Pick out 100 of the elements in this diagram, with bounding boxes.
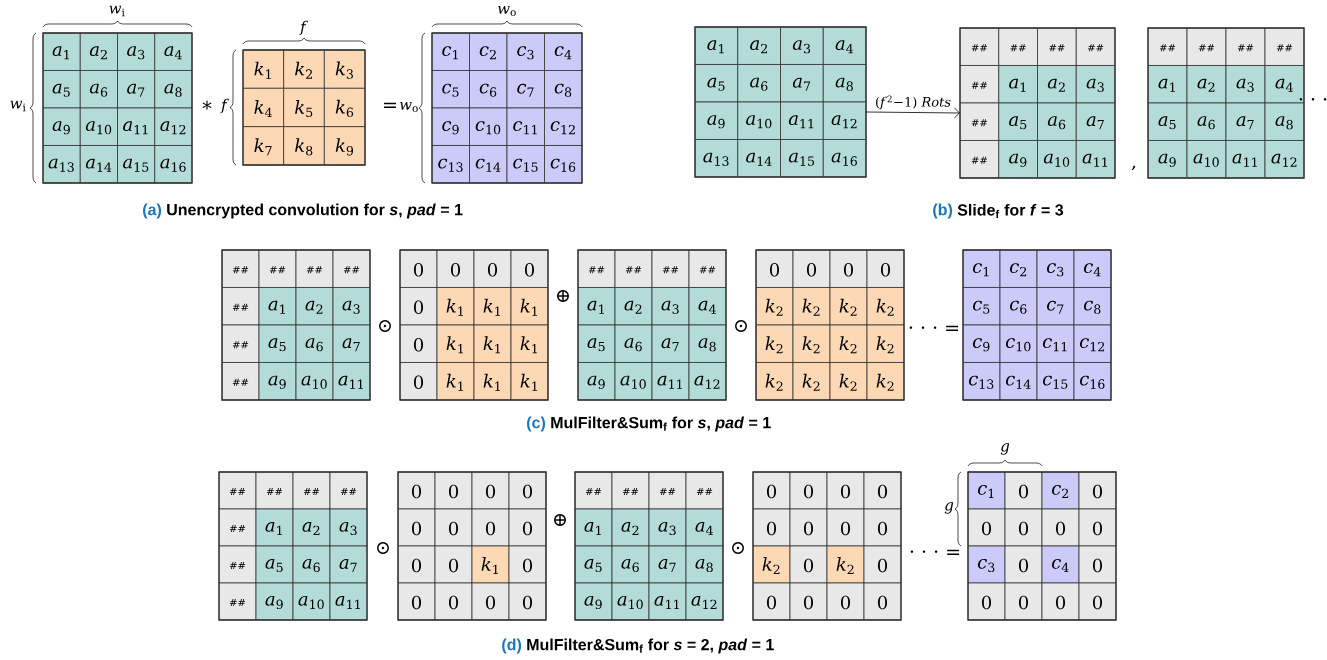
matrix-cell: a$_{7}$ [332, 324, 371, 363]
matrix-grid [967, 471, 1117, 621]
matrix-cell: c$_{4}$ [544, 32, 583, 71]
matrix-cell: a$_{3}$ [648, 508, 687, 547]
matrix-cell: a$_{1}$ [42, 32, 81, 71]
matrix-cell: a$_{8}$ [822, 64, 867, 103]
matrix-grid [574, 471, 724, 621]
matrix-cell: k$_{2}$ [829, 362, 868, 401]
matrix-cell: ## [258, 249, 297, 288]
matrix-cell: 0 [789, 471, 828, 510]
matrix-cell: a$_{4}$ [685, 508, 724, 547]
matrix-cell: a$_{5}$ [255, 545, 294, 584]
matrix-cell: 0 [397, 545, 436, 584]
matrix-cell: a$_{5}$ [1147, 102, 1188, 141]
edge-label: (f$^{2}$−1) Rots [876, 95, 951, 110]
matrix-cell: k$_{1}$ [473, 362, 512, 401]
matrix-cell: ## [959, 140, 1000, 179]
matrix-cell: a$_{7}$ [651, 324, 690, 363]
operator-symbol: · · · = [910, 549, 960, 555]
matrix-grid [752, 471, 902, 621]
matrix-cell: k$_{2}$ [792, 362, 831, 401]
matrix-cell: 0 [863, 471, 902, 510]
matrix-cell: ## [295, 249, 334, 288]
matrix-cell: 0 [826, 471, 865, 510]
caption-tag: (d) [502, 638, 521, 654]
matrix-cell: ## [998, 27, 1038, 66]
arrow [865, 107, 960, 119]
operator-symbol: ⊙ [732, 542, 744, 554]
matrix-grid [397, 471, 547, 621]
matrix-cell: 0 [863, 545, 902, 584]
matrix-cell: a$_{12}$ [688, 362, 727, 401]
matrix-cell: c$_{8}$ [1073, 287, 1112, 326]
matrix-cell: a$_{11}$ [651, 362, 690, 401]
matrix-cell: 0 [508, 582, 547, 621]
matrix-cell: c$_{3}$ [1036, 249, 1075, 288]
matrix-cell: ## [611, 471, 650, 510]
matrix-cell: a$_{7}$ [780, 64, 824, 103]
matrix-cell: a$_{11}$ [332, 362, 371, 401]
matrix-grid [1147, 27, 1305, 179]
matrix-cell: c$_{16}$ [544, 145, 583, 184]
matrix-cell: a$_{6}$ [614, 324, 653, 363]
matrix-cell: ## [1186, 27, 1227, 66]
matrix-cell: ## [688, 249, 727, 288]
operator-symbol: , [1131, 165, 1136, 171]
matrix-cell: 0 [789, 545, 828, 584]
matrix-cell: 0 [863, 508, 902, 547]
matrix-cell: a$_{10}$ [292, 582, 331, 621]
matrix-cell: c$_{15}$ [506, 145, 545, 184]
operator-symbol: ⊙ [735, 320, 747, 332]
matrix-cell: 0 [434, 508, 473, 547]
caption-tag: (a) [143, 203, 161, 219]
matrix-grid [962, 249, 1112, 401]
matrix-cell: a$_{6}$ [737, 64, 781, 103]
matrix-cell: k$_{1}$ [473, 287, 512, 326]
matrix-grid [694, 26, 867, 178]
matrix-cell: c$_{14}$ [469, 145, 508, 184]
matrix-cell: 0 [471, 508, 510, 547]
matrix-cell: a$_{9}$ [255, 582, 294, 621]
matrix-cell: ## [648, 471, 687, 510]
matrix-cell: a$_{11}$ [648, 582, 687, 621]
matrix-cell: a$_{9}$ [998, 140, 1038, 179]
matrix-cell: a$_{6}$ [611, 545, 650, 584]
matrix-cell: c$_{16}$ [1073, 362, 1112, 401]
matrix-cell: 0 [1041, 582, 1080, 621]
matrix-cell: ## [1037, 27, 1077, 66]
matrix-cell: a$_{16}$ [154, 145, 193, 184]
matrix-grid [242, 49, 366, 166]
matrix-cell: k$_{2}$ [829, 287, 868, 326]
matrix-cell: k$_{1}$ [471, 545, 510, 584]
matrix-cell: ## [959, 102, 1000, 141]
matrix-cell: ## [959, 27, 1000, 66]
matrix-cell: c$_{11}$ [506, 107, 545, 146]
matrix-cell: c$_{6}$ [469, 70, 508, 109]
matrix-cell: k$_{2}$ [866, 324, 905, 363]
matrix-cell: k$_{6}$ [323, 87, 366, 128]
dimension-label: w$_{o}$ [498, 5, 516, 17]
matrix-cell: 0 [789, 582, 828, 621]
caption: MulFilter&Sum$_{f}$ for s, pad = 1 [551, 416, 771, 432]
matrix-cell: a$_{2}$ [1037, 65, 1077, 104]
matrix-cell: k$_{2}$ [826, 545, 865, 584]
operator-symbol: · · · [1299, 98, 1327, 101]
matrix-cell: a$_{12}$ [1264, 140, 1305, 179]
matrix-cell: c$_{7}$ [1036, 287, 1075, 326]
matrix-cell: c$_{2}$ [999, 249, 1038, 288]
matrix-grid [959, 27, 1116, 179]
matrix-cell: a$_{9}$ [42, 107, 81, 146]
dimension-label: w$_{i}$ [109, 5, 125, 17]
matrix-cell: c$_{15}$ [1036, 362, 1075, 401]
matrix-cell: k$_{2}$ [866, 287, 905, 326]
matrix-cell: 0 [826, 582, 865, 621]
matrix-cell: a$_{10}$ [1186, 140, 1227, 179]
matrix-cell: c$_{14}$ [999, 362, 1038, 401]
matrix-cell: c$_{9}$ [431, 107, 470, 146]
matrix-cell: ## [1264, 27, 1305, 66]
matrix-cell: 0 [436, 249, 475, 288]
matrix-cell: ## [959, 65, 1000, 104]
matrix-cell: ## [1075, 27, 1116, 66]
matrix-cell: 0 [434, 471, 473, 510]
matrix-grid [399, 249, 549, 401]
matrix-cell: k$_{1}$ [242, 49, 285, 89]
